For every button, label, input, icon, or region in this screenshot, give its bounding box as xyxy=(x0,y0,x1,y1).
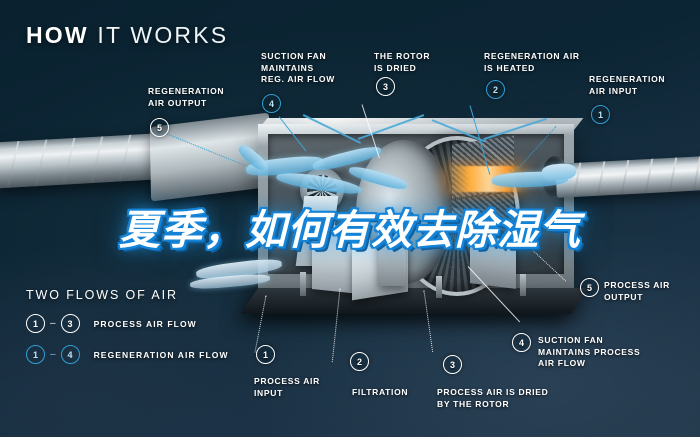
cabinet-leg-2 xyxy=(436,276,442,298)
callout-filtration-label: FILTRATION xyxy=(352,387,409,397)
heating-element xyxy=(446,166,524,192)
legend-dash: – xyxy=(50,318,56,329)
filter-panel-3 xyxy=(378,232,406,286)
legend-marker-from: 1 xyxy=(26,314,45,333)
legend-row-process-air-flow[interactable]: 1 – 3 PROCESS AIR FLOW xyxy=(26,314,229,333)
callout-process-input-marker[interactable]: 1 xyxy=(256,345,275,364)
legend-marker-from: 1 xyxy=(26,345,45,364)
page-title: HOW IT WORKS xyxy=(26,22,228,49)
callout-regeneration-air-output-marker[interactable]: 5 xyxy=(150,118,169,137)
legend: TWO FLOWS OF AIR 1 – 3 PROCESS AIR FLOW … xyxy=(26,288,229,364)
legend-marker-to: 3 xyxy=(60,314,80,333)
callout-process-output-marker[interactable]: 5 xyxy=(580,278,599,297)
callout-regen-heated-marker[interactable]: 2 xyxy=(486,80,505,99)
callout-rotor-dried-marker[interactable]: 3 xyxy=(376,77,395,96)
legend-marker-to: 4 xyxy=(60,345,80,364)
legend-row-regeneration-air-flow[interactable]: 1 – 4 REGENERATION AIR FLOW xyxy=(26,345,229,364)
callout-suction-fan-process-marker[interactable]: 4 xyxy=(512,333,531,352)
title-bold: HOW xyxy=(26,22,89,48)
chinese-headline-overlay: 夏季，如何有效去除湿气 xyxy=(119,206,581,254)
legend-dash: – xyxy=(50,349,56,360)
legend-label: REGENERATION AIR FLOW xyxy=(93,349,229,360)
title-light: IT WORKS xyxy=(97,22,229,48)
right-spiral-duct xyxy=(555,156,700,198)
callout-filtration-marker[interactable]: 2 xyxy=(350,352,369,371)
callout-regen-input-marker[interactable]: 1 xyxy=(591,105,610,124)
cabinet-leg-1 xyxy=(300,272,306,296)
cabinet-base xyxy=(240,288,589,314)
callout-suction-fan-reg-marker[interactable]: 4 xyxy=(262,94,281,113)
legend-heading: TWO FLOWS OF AIR xyxy=(26,288,178,302)
legend-label: PROCESS AIR FLOW xyxy=(93,318,197,329)
cabinet-leg-3 xyxy=(520,274,526,296)
callout-process-dried-marker[interactable]: 3 xyxy=(443,355,462,374)
